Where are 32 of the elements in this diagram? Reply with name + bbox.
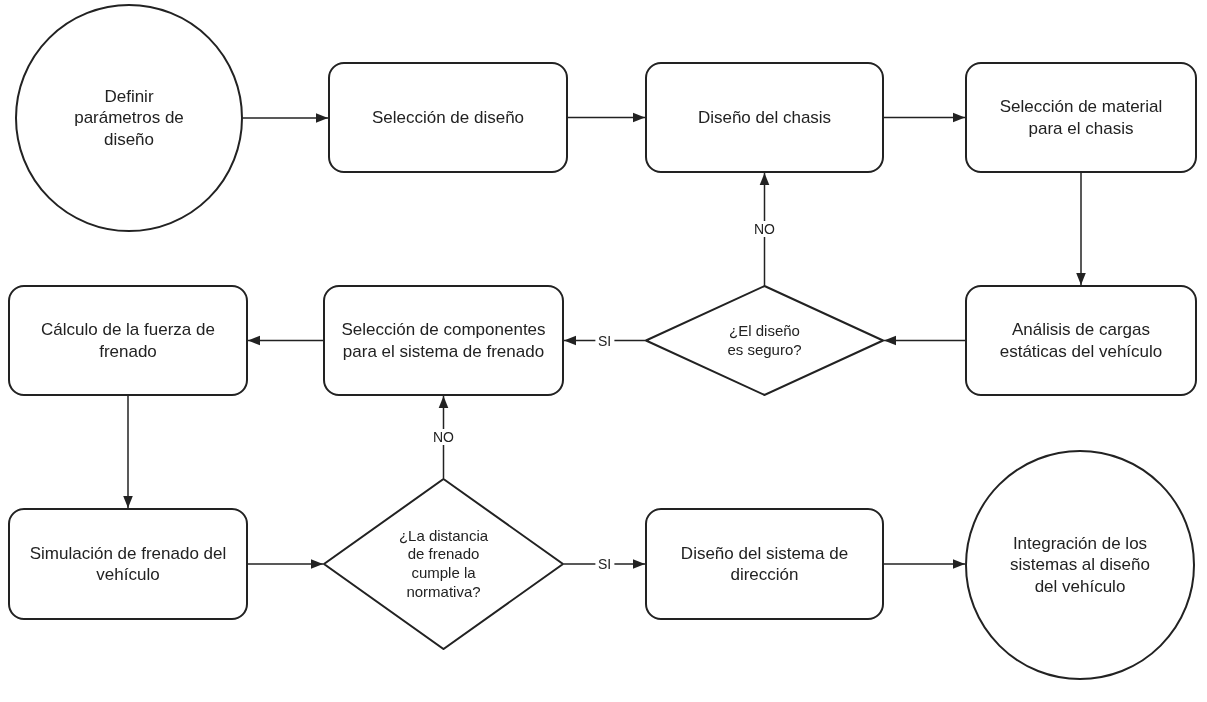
arrow — [247, 559, 324, 569]
arrow — [247, 335, 324, 346]
process-box — [645, 508, 884, 620]
arrow — [883, 559, 966, 569]
node-text: Análisis de cargas estáticas del vehículo — [998, 319, 1164, 362]
node-text: Integración de los sistemas al diseño del vehículo — [1009, 533, 1151, 597]
arrow — [1076, 172, 1086, 286]
node-text: Diseño del sistema de dirección — [679, 542, 850, 586]
process-box — [8, 285, 248, 396]
node-text: Selección de componentes para el sistema de frenado — [340, 319, 547, 362]
node-text: ¿El diseño es seguro? — [726, 321, 803, 360]
process-box — [965, 285, 1197, 396]
decision-diamond — [645, 285, 884, 396]
node-text: Simulación de frenado del vehículo — [28, 542, 228, 586]
arrow — [123, 395, 133, 509]
edge-label: SI — [594, 556, 615, 572]
node-text: Selección de diseño — [371, 106, 525, 129]
node-text: Cálculo de la fuerza de frenado — [40, 319, 216, 362]
arrow — [883, 112, 966, 123]
process-box — [323, 285, 564, 396]
decision-diamond — [323, 478, 564, 650]
node-text: Definir parámetros de diseño — [73, 86, 185, 150]
process-box — [8, 508, 248, 620]
node-text: ¿La distancia de frenado cumple la normativa? — [397, 526, 490, 602]
arrow — [242, 113, 329, 123]
arrow — [883, 335, 966, 346]
process-box — [328, 62, 568, 173]
node-text: Diseño del chasis — [697, 106, 832, 129]
process-box — [645, 62, 884, 173]
arrow — [567, 112, 646, 123]
node-text: Selección de material para el chasis — [998, 96, 1164, 139]
process-box — [965, 62, 1197, 173]
